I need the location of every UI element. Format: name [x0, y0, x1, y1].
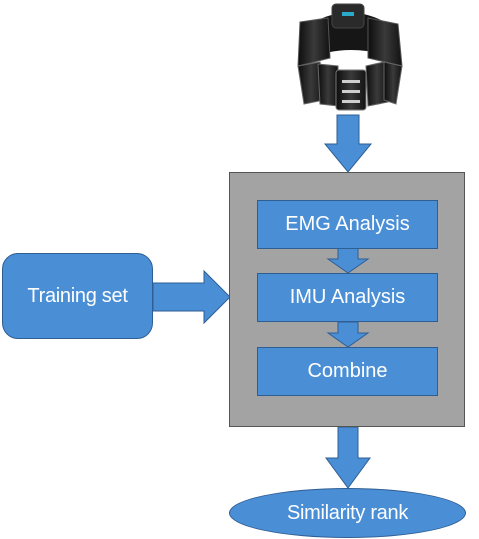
combine-label: Combine — [307, 360, 388, 382]
training-set-node: Training set — [2, 253, 153, 339]
imu-analysis-label: IMU Analysis — [289, 286, 406, 308]
imu-analysis-node: IMU Analysis — [257, 273, 438, 322]
similarity-rank-node: Similarity rank — [229, 488, 466, 538]
similarity-rank-label: Similarity rank — [286, 501, 409, 524]
emg-analysis-node: EMG Analysis — [257, 200, 438, 249]
training-set-label: Training set — [27, 284, 128, 307]
emg-analysis-label: EMG Analysis — [285, 213, 410, 235]
combine-node: Combine — [257, 347, 438, 396]
